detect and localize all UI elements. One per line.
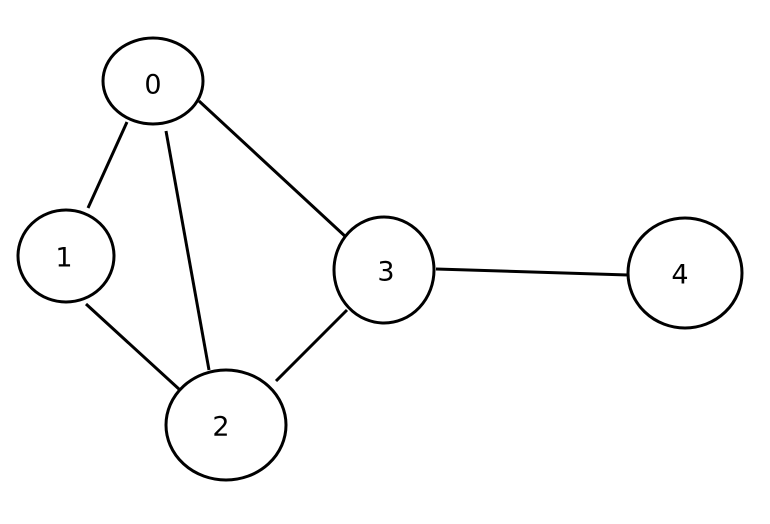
node-label: 2 <box>212 412 229 443</box>
edge-0-1 <box>86 121 129 209</box>
node-label: 3 <box>377 257 394 288</box>
node-3: 3 <box>332 215 436 325</box>
node-label: 4 <box>671 260 688 291</box>
edge-3-4 <box>435 267 629 277</box>
node-0: 0 <box>101 36 205 126</box>
node-label: 0 <box>144 70 161 101</box>
node-2: 2 <box>164 368 288 482</box>
edge-0-3 <box>197 99 349 240</box>
node-1: 1 <box>16 208 116 304</box>
edge-1-2 <box>84 302 182 392</box>
node-label: 1 <box>55 243 72 274</box>
edge-0-2 <box>164 130 211 371</box>
node-4: 4 <box>626 216 744 330</box>
edge-2-3 <box>274 308 349 383</box>
